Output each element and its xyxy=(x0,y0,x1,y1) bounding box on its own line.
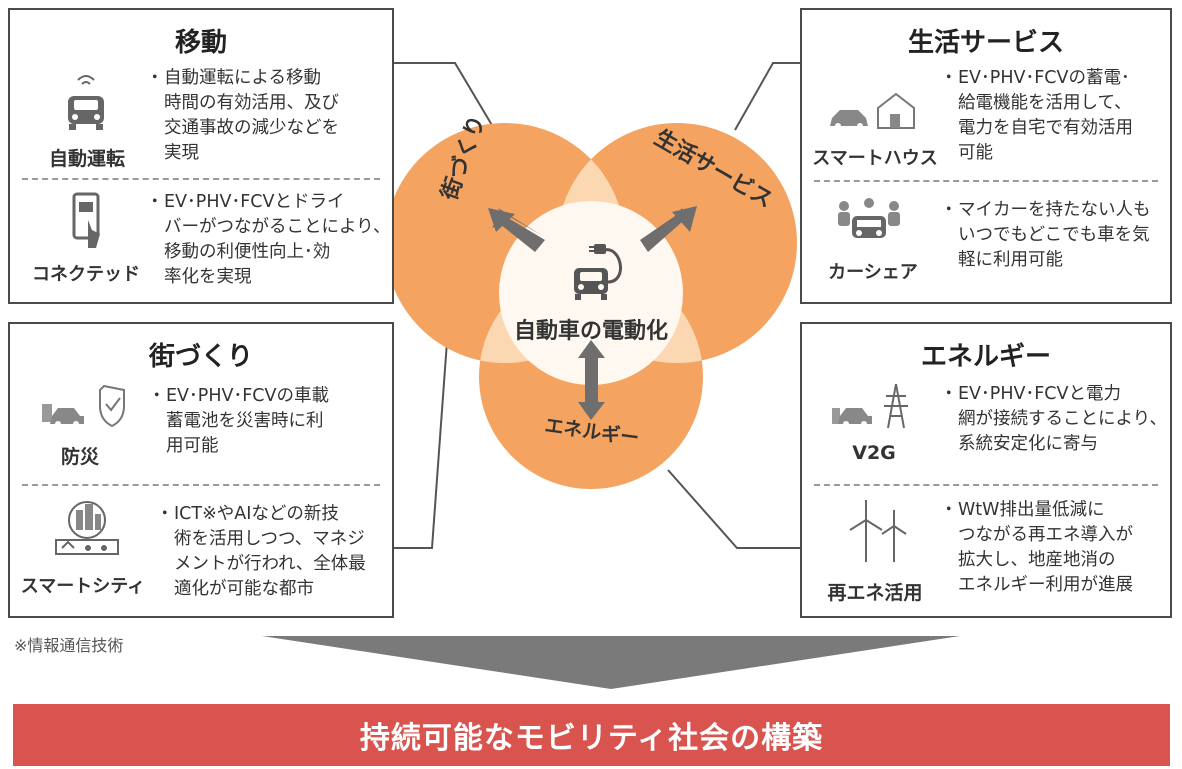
item-text: 自動運転による移動 時間の有効活用、及び 交通事故の減少などを 実現 xyxy=(164,68,339,163)
panel-title-idou: 移動 xyxy=(174,28,227,58)
item-text: WtW排出量低減に つながる再エネ導入が 拡大し、地産地消の エネルギー利用が進… xyxy=(958,500,1133,595)
item-desc-smart-house: ・ EV･PHV･FCVの蓄電･ 給電機能を活用して、 電力を自宅で有効活用 可… xyxy=(940,66,1172,166)
connector-line-machi xyxy=(394,299,451,549)
item-desc-car-share: ・ マイカーを持たない人も いつでもどこでも車を気 軽に利用可能 xyxy=(940,198,1172,273)
item-text: ICT※やAIなどの新技 術を活用しつつ、マネジ メントが行われ、全体最 適化が… xyxy=(174,504,366,599)
v2g-tower-icon xyxy=(826,380,926,432)
item-label-smart-house: スマートハウス xyxy=(812,148,938,169)
bullet: ・ xyxy=(940,384,958,404)
bullet: ・ xyxy=(156,504,174,524)
item-desc-v2g: ・ EV･PHV･FCVと電力 網が接続することにより、 系統安定化に寄与 xyxy=(940,382,1172,457)
center-label: 自動車の電動化 xyxy=(514,318,668,344)
divider xyxy=(22,484,380,486)
bullet: ・ xyxy=(940,500,958,520)
item-text: EV･PHV･FCVの蓄電･ 給電機能を活用して、 電力を自宅で有効活用 可能 xyxy=(958,68,1133,163)
item-text: EV･PHV･FCVとドライ バーがつながることにより、 移動の利便性向上･効 … xyxy=(164,192,391,287)
connected-phone-icon xyxy=(66,190,106,252)
item-desc-bousai: ・ EV･PHV･FCVの車載 蓄電池を災害時に利 用可能 xyxy=(148,384,388,459)
bullet: ・ xyxy=(146,192,164,212)
smart-house-icon xyxy=(826,86,916,132)
panel-energy: エネルギー V2G ・ EV･PHV･FCVと電力 網が接続することにより、 系… xyxy=(800,322,1172,618)
big-down-arrow xyxy=(262,636,960,689)
bullet: ・ xyxy=(940,68,958,88)
conclusion-banner: 持続可能なモビリティ社会の構築 xyxy=(13,704,1170,766)
wind-turbine-icon xyxy=(842,496,912,566)
smart-city-icon xyxy=(50,496,124,560)
panel-machizukuri: 街づくり 防災 ・ EV･PHV･FCVの車載 蓄電池を災害時に利 用可能 スマ… xyxy=(8,322,394,618)
connector-line-seikatsu xyxy=(734,62,800,131)
item-desc-saiene: ・ WtW排出量低減に つながる再エネ導入が 拡大し、地産地消の エネルギー利用… xyxy=(940,498,1172,598)
panel-title-machizukuri: 街づくり xyxy=(148,342,253,372)
item-desc-connected: ・ EV･PHV･FCVとドライ バーがつながることにより、 移動の利便性向上･… xyxy=(146,190,392,290)
item-label-jidou-unten: 自動運転 xyxy=(48,148,125,170)
arrow-center-up xyxy=(498,208,543,236)
disaster-shield-icon xyxy=(34,380,134,430)
arrow-to-energy xyxy=(578,340,605,420)
bullet: ・ xyxy=(940,200,958,220)
item-desc-smart-city: ・ ICT※やAIなどの新技 術を活用しつつ、マネジ メントが行われ、全体最 適… xyxy=(156,502,392,602)
panel-title-seikatsu: 生活サービス xyxy=(907,28,1064,58)
item-text: EV･PHV･FCVと電力 網が接続することにより、 系統安定化に寄与 xyxy=(958,384,1167,454)
arrow-to-machizukuri xyxy=(488,208,545,252)
divider xyxy=(22,178,380,180)
divider xyxy=(814,180,1158,182)
car-share-icon xyxy=(832,196,906,246)
footnote: ※情報通信技術 xyxy=(14,636,124,655)
item-label-bousai: 防災 xyxy=(60,446,99,468)
panel-seikatsu: 生活サービス スマートハウス ・ EV･PHV･FCVの蓄電･ 給電機能を活用し… xyxy=(800,8,1172,304)
self-driving-car-icon xyxy=(58,70,114,134)
connector-line-energy xyxy=(667,469,800,549)
item-text: EV･PHV･FCVの車載 蓄電池を災害時に利 用可能 xyxy=(166,386,329,456)
bullet: ・ xyxy=(148,386,166,406)
ev-car-icon xyxy=(574,244,622,300)
bullet: ・ xyxy=(146,68,164,88)
item-label-saiene: 再エネ活用 xyxy=(827,582,923,604)
divider xyxy=(814,484,1158,486)
arrow-to-seikatsu xyxy=(640,206,697,252)
item-label-car-share: カーシェア xyxy=(828,262,918,283)
item-text: マイカーを持たない人も いつでもどこでも車を気 軽に利用可能 xyxy=(958,200,1151,270)
panel-title-energy: エネルギー xyxy=(920,342,1051,372)
item-label-smart-city: スマートシティ xyxy=(20,576,146,597)
item-label-connected: コネクテッド xyxy=(32,264,140,285)
panel-idou: 移動 自動運転 ・ 自動運転による移動 時間の有効活用、及び 交通事故の減少など… xyxy=(8,8,394,304)
item-label-v2g: V2G xyxy=(852,442,896,464)
item-desc-jidou-unten: ・ 自動運転による移動 時間の有効活用、及び 交通事故の減少などを 実現 xyxy=(146,66,390,166)
